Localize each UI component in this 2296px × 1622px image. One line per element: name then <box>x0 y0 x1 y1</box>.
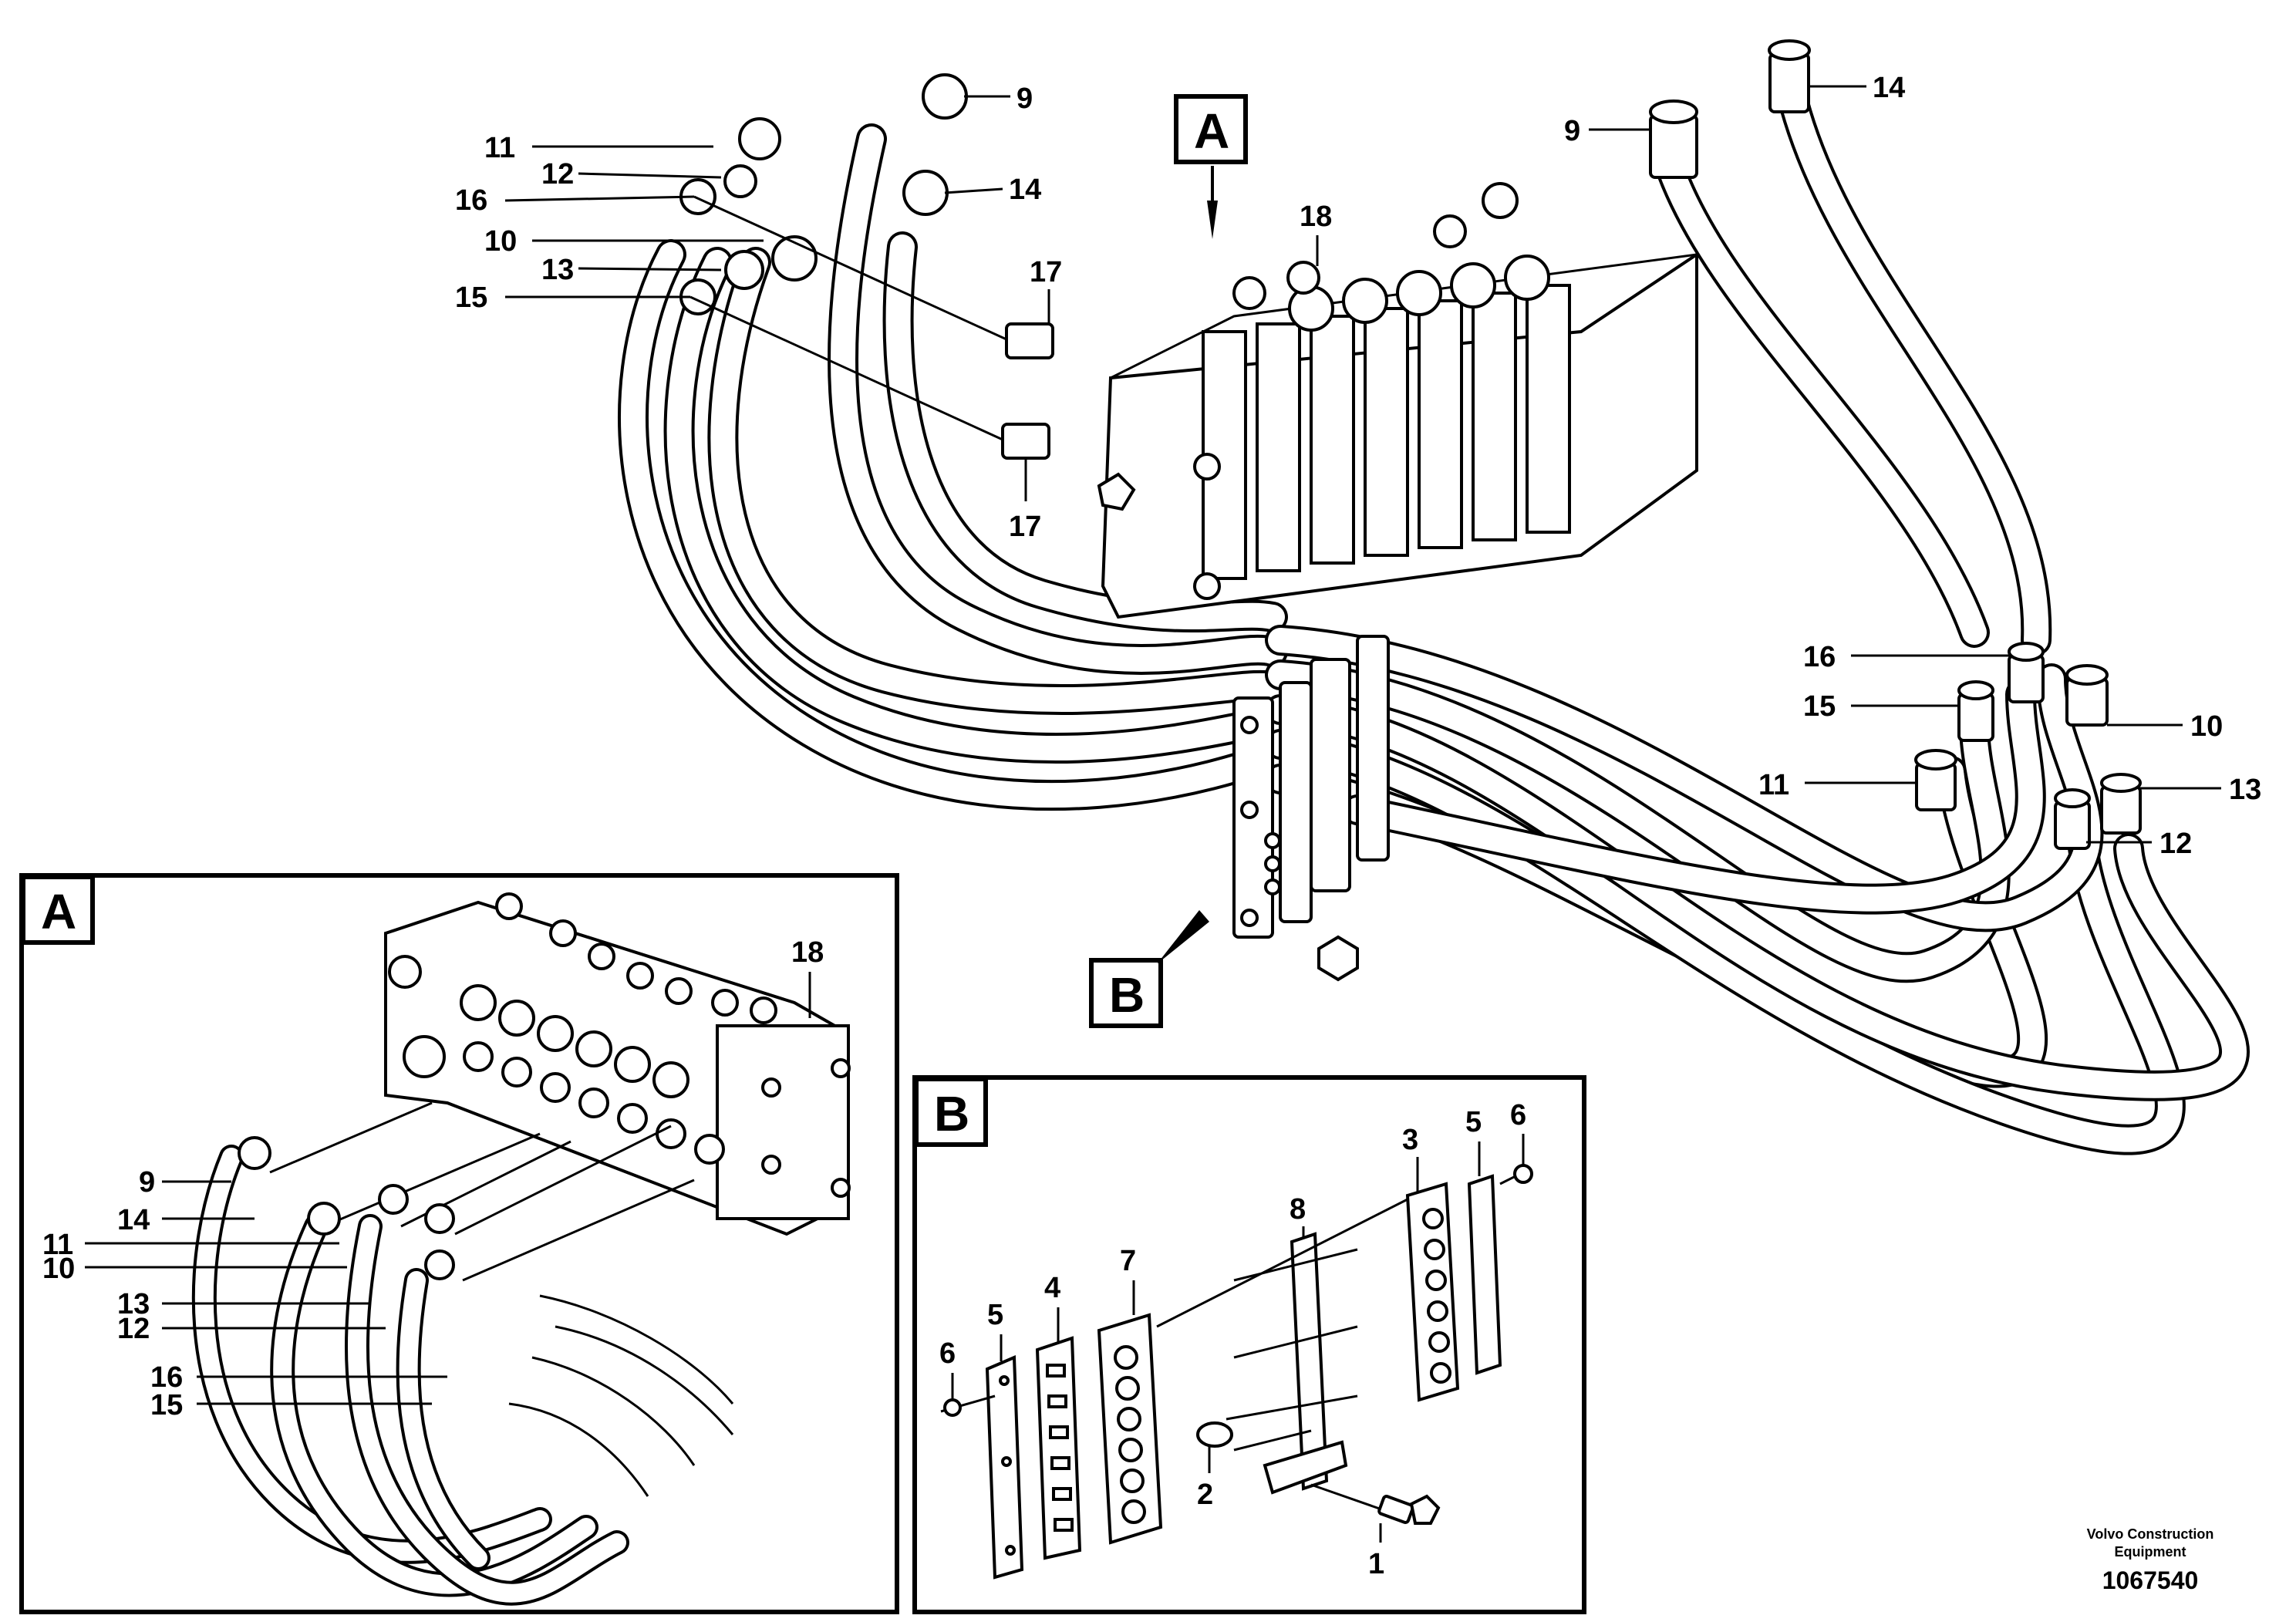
view-marker-b-label: B <box>1109 967 1145 1023</box>
callout-14-top: 14 <box>1009 174 1041 206</box>
view-marker-b: B <box>1089 910 1209 1028</box>
callout-16-right: 16 <box>1803 641 1836 673</box>
detail-a-callout-11: 11 <box>42 1229 73 1261</box>
control-valve <box>1097 182 1698 619</box>
detail-b-callout-6-left: 6 <box>939 1337 956 1370</box>
callout-17-top: 17 <box>1030 256 1062 288</box>
callout-13-right: 13 <box>2229 774 2261 806</box>
detail-a-callout-10: 10 <box>42 1253 75 1285</box>
callout-15-left: 15 <box>455 282 487 314</box>
detail-b-callout-6-right: 6 <box>1510 1099 1526 1131</box>
callout-13-left: 13 <box>541 254 574 286</box>
callout-10-right: 10 <box>2190 710 2223 743</box>
detail-b-callout-3: 3 <box>1402 1124 1418 1156</box>
detail-a-callout-15: 15 <box>150 1389 183 1421</box>
view-marker-a: A <box>1174 94 1248 239</box>
callout-12-right: 12 <box>2159 828 2192 860</box>
credit-line-1: Volvo Construction <box>2087 1526 2214 1542</box>
detail-a-callout-16: 16 <box>150 1361 183 1394</box>
detail-b-callout-8: 8 <box>1290 1193 1306 1226</box>
hose-fittings <box>679 39 2142 850</box>
detail-a-callout-14: 14 <box>117 1204 150 1236</box>
credit-block: Volvo Construction Equipment 1067540 <box>2087 1526 2214 1594</box>
detail-b-callout-5-right: 5 <box>1465 1106 1482 1138</box>
detail-a-callout-18: 18 <box>791 936 824 969</box>
callout-17-bottom: 17 <box>1009 511 1041 543</box>
detail-a-callout-9: 9 <box>139 1166 155 1199</box>
callout-11-left: 11 <box>484 132 515 164</box>
callout-16-left: 16 <box>455 184 487 217</box>
detail-a-panel: A <box>19 873 899 1614</box>
detail-b-callout-1: 1 <box>1368 1548 1384 1580</box>
main-callouts: 9 14 11 12 16 10 13 15 17 17 18 9 <box>455 72 2261 860</box>
credit-number: 1067540 <box>2102 1566 2199 1594</box>
callout-9-top: 9 <box>1017 83 1033 115</box>
callout-12-left: 12 <box>541 158 574 191</box>
detail-a-callout-13: 13 <box>117 1288 150 1320</box>
callout-14-right: 14 <box>1873 72 1905 104</box>
detail-a-callout-12: 12 <box>117 1313 150 1345</box>
detail-a-label: A <box>41 884 76 939</box>
callout-11-right: 11 <box>1758 769 1789 801</box>
detail-b-callout-7: 7 <box>1120 1245 1136 1277</box>
detail-b-callout-2: 2 <box>1197 1479 1213 1511</box>
credit-line-2: Equipment <box>2115 1544 2186 1560</box>
callout-10-left: 10 <box>484 225 517 258</box>
callout-18-top: 18 <box>1300 201 1332 233</box>
callout-15-right: 15 <box>1803 690 1836 723</box>
view-marker-a-label: A <box>1194 103 1229 159</box>
detail-b-label: B <box>934 1086 969 1141</box>
detail-b-panel: B <box>912 1075 1586 1614</box>
hose-bundle <box>618 69 2250 1155</box>
detail-b-callout-5-left: 5 <box>987 1299 1003 1331</box>
detail-b-callout-4: 4 <box>1044 1272 1060 1304</box>
hose-clamp <box>1232 635 1390 982</box>
callout-9-right: 9 <box>1564 115 1580 147</box>
